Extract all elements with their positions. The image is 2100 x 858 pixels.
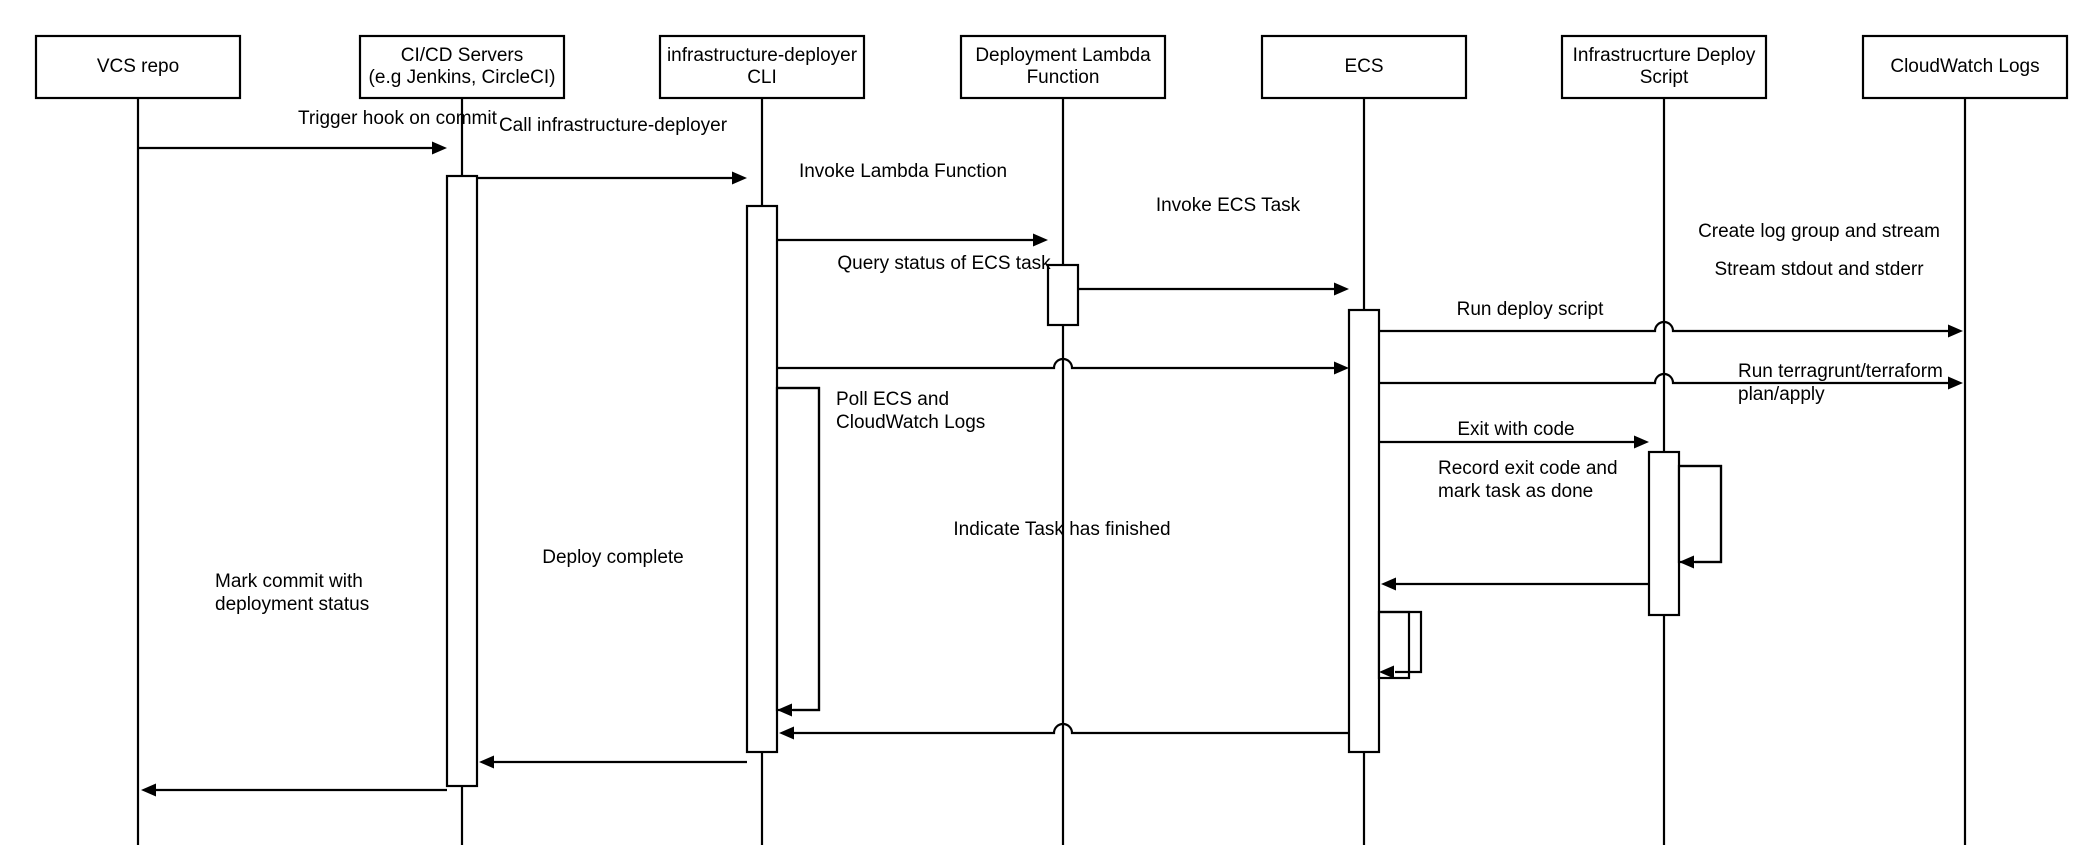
arrowhead — [1948, 324, 1963, 338]
participant-label-cicd: CI/CD Servers — [401, 45, 523, 66]
activation-act-cli — [745, 204, 779, 754]
activation-bar — [1677, 464, 1723, 564]
message-label-m15: Mark commit with — [215, 571, 363, 592]
arrowhead — [1634, 435, 1649, 449]
message-m5[interactable]: Create log group and stream — [1379, 221, 1963, 338]
message-m3[interactable]: Invoke Lambda Function — [777, 161, 1048, 247]
participant-ecs[interactable]: ECS — [1260, 34, 1468, 100]
arrowhead — [1381, 577, 1396, 591]
message-line — [1379, 372, 1949, 385]
message-label-m12: Poll ECS and — [836, 389, 949, 410]
participant-cwlogs[interactable]: CloudWatch Logs — [1861, 34, 2069, 100]
participant-label-cli: CLI — [747, 67, 777, 88]
participant-label-vcs: VCS repo — [97, 56, 179, 77]
message-line — [1379, 320, 1949, 333]
activation-act-cicd — [445, 174, 479, 788]
participant-box-ecs[interactable] — [1260, 34, 1468, 100]
message-m2[interactable]: Call infrastructure-deployer — [477, 115, 747, 185]
message-label-m9: Run terragrunt/terraform — [1738, 361, 1943, 382]
message-line — [777, 386, 821, 712]
arrowhead — [1948, 376, 1963, 390]
message-line — [1679, 464, 1723, 564]
activation-act-ecs — [1347, 308, 1381, 754]
arrowhead — [777, 703, 792, 717]
participant-label-cli: infrastructure-deployer — [667, 45, 858, 66]
activation-act-script-tf — [1677, 464, 1723, 564]
message-m7[interactable]: Stream stdout and stderr — [1379, 259, 1963, 390]
activation-bar — [1647, 450, 1681, 617]
arrowhead — [1334, 361, 1349, 375]
message-label-m8: Run deploy script — [1457, 299, 1605, 320]
participant-label-lambda: Deployment Lambda — [975, 45, 1151, 66]
activation-bar — [775, 386, 821, 712]
message-label-m14: Deploy complete — [542, 547, 684, 568]
message-m1[interactable]: Trigger hook on commit — [139, 108, 498, 155]
activation-bar — [445, 174, 479, 788]
message-label-m15: deployment status — [215, 594, 369, 615]
message-label-m12: CloudWatch Logs — [836, 412, 985, 433]
participant-label-ecs: ECS — [1344, 56, 1383, 77]
message-line — [793, 722, 1349, 735]
participant-vcs[interactable]: VCS repo — [34, 34, 242, 100]
participant-box-cicd[interactable] — [358, 34, 566, 100]
participant-label-deployscript: Infrastrucrture Deploy — [1573, 45, 1756, 66]
participant-label-lambda: Function — [1027, 67, 1100, 88]
participant-box-cwlogs[interactable] — [1861, 34, 2069, 100]
arrowhead — [1334, 282, 1349, 296]
arrowhead — [779, 726, 794, 740]
message-label-m11: mark task as done — [1438, 481, 1593, 502]
participant-box-vcs[interactable] — [34, 34, 242, 100]
participant-label-cwlogs: CloudWatch Logs — [1890, 56, 2039, 77]
message-m10[interactable]: Exit with code — [1381, 419, 1649, 591]
arrowhead — [732, 171, 747, 185]
participant-label-deployscript: Script — [1640, 67, 1689, 88]
participant-headers-layer: VCS repo CI/CD Servers(e.g Jenkins, Circl… — [34, 34, 2069, 100]
arrowhead — [1379, 665, 1394, 679]
message-label-m11: Record exit code and — [1438, 458, 1618, 479]
message-m14[interactable]: Deploy complete — [479, 547, 747, 769]
activation-act-cli-poll — [775, 386, 821, 712]
message-label-m4: Invoke ECS Task — [1156, 195, 1301, 216]
participant-cicd[interactable]: CI/CD Servers(e.g Jenkins, CircleCI) — [358, 34, 566, 100]
message-label-m7: Stream stdout and stderr — [1714, 259, 1924, 280]
participant-box-lambda[interactable] — [959, 34, 1167, 100]
message-m4[interactable]: Invoke ECS Task — [1078, 195, 1349, 296]
arrowhead — [141, 783, 156, 797]
activation-bar — [1046, 263, 1080, 327]
arrowhead — [1033, 233, 1048, 247]
message-label-m1: Trigger hook on commit — [298, 108, 498, 129]
activation-bar — [1347, 308, 1381, 754]
message-line — [777, 357, 1335, 370]
message-label-m13: Indicate Task has finished — [953, 519, 1170, 540]
activation-bar — [745, 204, 779, 754]
participant-label-cicd: (e.g Jenkins, CircleCI) — [369, 67, 556, 88]
message-m6[interactable]: Query status of ECS task — [777, 253, 1349, 375]
message-label-m9: plan/apply — [1738, 384, 1825, 405]
message-label-m6: Query status of ECS task — [837, 253, 1051, 274]
message-label-m3: Invoke Lambda Function — [799, 161, 1007, 182]
message-label-m10: Exit with code — [1457, 419, 1574, 440]
activations-layer — [445, 174, 1723, 788]
message-line — [1379, 610, 1423, 674]
arrowhead — [479, 755, 494, 769]
arrowhead — [1679, 555, 1694, 569]
message-m13[interactable]: Indicate Task has finished — [779, 519, 1349, 740]
activation-act-script — [1647, 450, 1681, 617]
message-m8[interactable]: Run deploy script — [1379, 299, 1649, 449]
message-label-m5: Create log group and stream — [1698, 221, 1940, 242]
participant-box-cli[interactable] — [658, 34, 866, 100]
participant-box-deployscript[interactable] — [1560, 34, 1768, 100]
message-label-m2: Call infrastructure-deployer — [499, 115, 728, 136]
arrowhead — [432, 141, 447, 155]
activation-act-lambda — [1046, 263, 1080, 327]
